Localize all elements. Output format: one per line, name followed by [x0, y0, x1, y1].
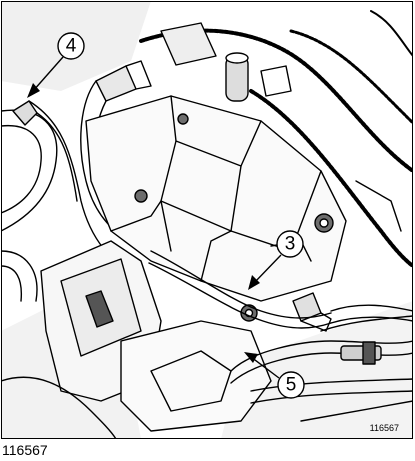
pipe-5 — [150, 250, 332, 319]
reference-code: 116567 — [369, 423, 399, 433]
left-hose-lower — [1, 250, 38, 302]
image-id-caption: 116567 — [2, 442, 48, 458]
callout-4: 4 — [27, 32, 85, 98]
callout-5-number: 5 — [286, 375, 297, 396]
engine-illustration: 4 3 5 116567 — [1, 1, 413, 439]
callout-4-number: 4 — [66, 36, 77, 57]
callout-5: 5 — [244, 352, 305, 399]
callout-3: 3 — [248, 230, 304, 290]
engine-bay-drawing: 4 3 5 — [1, 1, 413, 439]
coolant-hose — [320, 315, 413, 332]
callout-3-number: 3 — [285, 234, 296, 255]
